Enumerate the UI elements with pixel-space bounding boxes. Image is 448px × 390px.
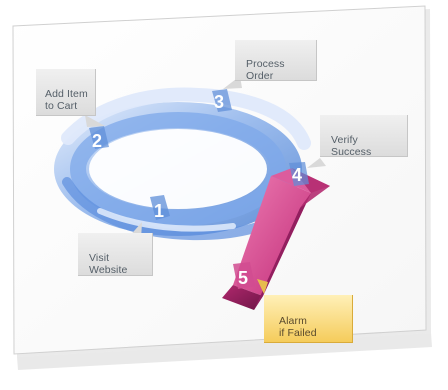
- callout-add-item-text: Add Item to Cart: [45, 88, 88, 112]
- marker-4: 4: [289, 162, 309, 186]
- marker-2-number: 2: [92, 131, 102, 151]
- marker-5-number: 5: [238, 268, 248, 288]
- marker-4-number: 4: [292, 165, 302, 185]
- marker-1-number: 1: [154, 201, 164, 221]
- marker-3: 3: [212, 89, 232, 112]
- callout-visit-website-text: Visit Website: [89, 252, 128, 276]
- marker-3-number: 3: [214, 92, 224, 112]
- marker-1: 1: [150, 195, 170, 221]
- marker-5: 5: [233, 262, 255, 289]
- callout-alarm-failed: Alarm if Failed: [264, 295, 353, 343]
- callout-process-order-text: Process Order: [246, 58, 285, 82]
- callout-verify-success-text: Verify Success: [331, 134, 372, 158]
- callout-verify-success: Verify Success: [320, 115, 408, 158]
- callout-alarm-failed-text: Alarm if Failed: [279, 315, 317, 339]
- marker-2: 2: [89, 126, 109, 151]
- process-ring: [54, 87, 311, 241]
- callout-visit-website: Visit Website: [78, 233, 153, 276]
- callout-process-order: Process Order: [235, 40, 317, 82]
- callout-add-item: Add Item to Cart: [36, 69, 96, 116]
